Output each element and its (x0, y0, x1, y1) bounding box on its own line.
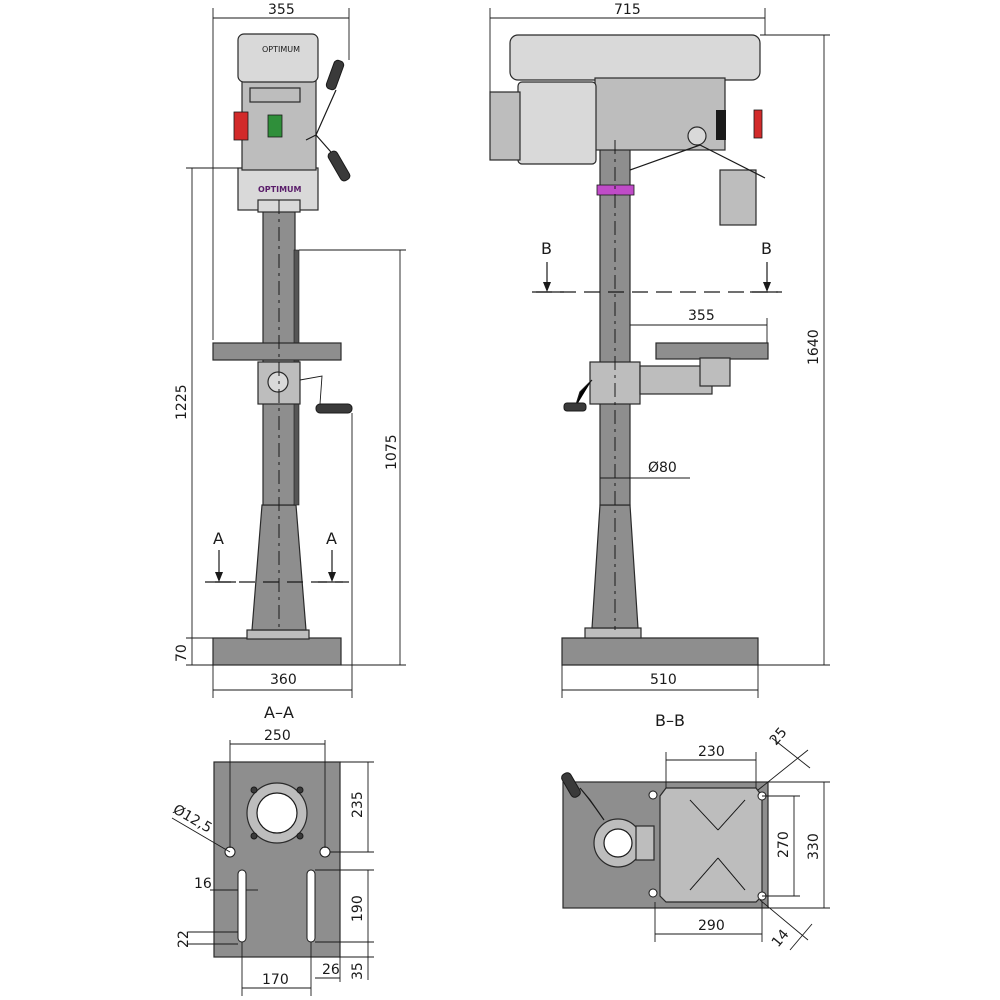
dim-hole-diameter: Ø12,5 (170, 802, 215, 837)
dim-slot-spacing: 170 (262, 972, 289, 988)
section-b-title: B–B (655, 711, 685, 730)
dim-table-corner-bottom: 14 (769, 927, 793, 951)
side-section-b-right: B (761, 239, 772, 258)
front-head-display (249, 87, 301, 103)
side-belt-guard (719, 169, 757, 226)
front-guard-label: OPTIMUM (258, 185, 302, 194)
dim-table-corner-top: 25 (767, 725, 791, 749)
front-view: OPTIMUM OPTIMUM A A (205, 33, 353, 666)
power-switch (267, 114, 283, 138)
dim-front-width: 355 (268, 2, 295, 18)
side-feed-hub (687, 126, 707, 146)
dim-base-plate-width: 250 (264, 728, 291, 744)
front-base (212, 637, 342, 666)
front-table (212, 342, 342, 361)
section-a-title: A–A (264, 703, 294, 722)
table-clamp-handle (561, 772, 581, 798)
side-clamp-handle (563, 402, 587, 412)
dim-table-height: 1075 (384, 434, 400, 470)
dim-slot-width: 16 (194, 876, 212, 892)
side-emergency-stop (753, 109, 763, 139)
section-a-a: A–A (213, 703, 341, 958)
dim-column-height: 1225 (174, 384, 190, 420)
base-column-bore (256, 792, 298, 834)
dim-side-base-width: 510 (650, 672, 677, 688)
side-section-b-left: B (541, 239, 552, 258)
side-motor (517, 81, 597, 165)
table-surface (659, 787, 763, 903)
front-section-a-right: A (326, 529, 337, 548)
front-crank-handle (315, 403, 353, 414)
side-motor-box (489, 91, 521, 161)
dim-table-outer-height: 330 (806, 833, 822, 860)
front-column-flange (246, 629, 310, 640)
side-dimensions: 715 1640 355 Ø80 510 (489, 2, 830, 698)
dim-slot-bottom: 22 (176, 930, 192, 948)
dim-base-height: 70 (174, 644, 190, 662)
dim-front-base-width: 360 (270, 672, 297, 688)
side-base (561, 637, 759, 666)
dim-side-width: 715 (614, 2, 641, 18)
front-section-a-left: A (213, 529, 224, 548)
table-clamp-bore (603, 828, 633, 858)
base-slot-right (306, 869, 316, 943)
dim-base-bottom-margin: 35 (350, 962, 366, 980)
dim-table-width: 230 (698, 744, 725, 760)
dim-table-inner-height: 270 (776, 831, 792, 858)
side-view: B B (489, 34, 782, 666)
front-feed-handle-upper (325, 59, 345, 91)
dim-slot-offset: 26 (322, 962, 340, 978)
emergency-stop-button (233, 111, 249, 141)
dim-overall-height: 1640 (806, 329, 822, 365)
front-head-logo: OPTIMUM (262, 45, 300, 54)
dim-table-reach: 355 (688, 308, 715, 324)
front-bracket-boss (267, 371, 289, 393)
dim-slot-length: 190 (350, 895, 366, 922)
front-head-cover (237, 33, 319, 83)
side-table (655, 342, 769, 360)
front-dimensions: 355 1225 1075 70 360 (174, 2, 406, 698)
dim-table-length: 290 (698, 918, 725, 934)
base-mount-hole-right (319, 846, 331, 858)
dim-base-top-offset: 235 (350, 791, 366, 818)
front-feed-handle-lower (327, 150, 351, 182)
section-b-b: B–B (561, 711, 769, 909)
base-slot-left (237, 869, 247, 943)
side-head-cover (509, 34, 761, 81)
dim-column-diameter: Ø80 (648, 460, 677, 476)
side-column-flange (584, 627, 642, 639)
